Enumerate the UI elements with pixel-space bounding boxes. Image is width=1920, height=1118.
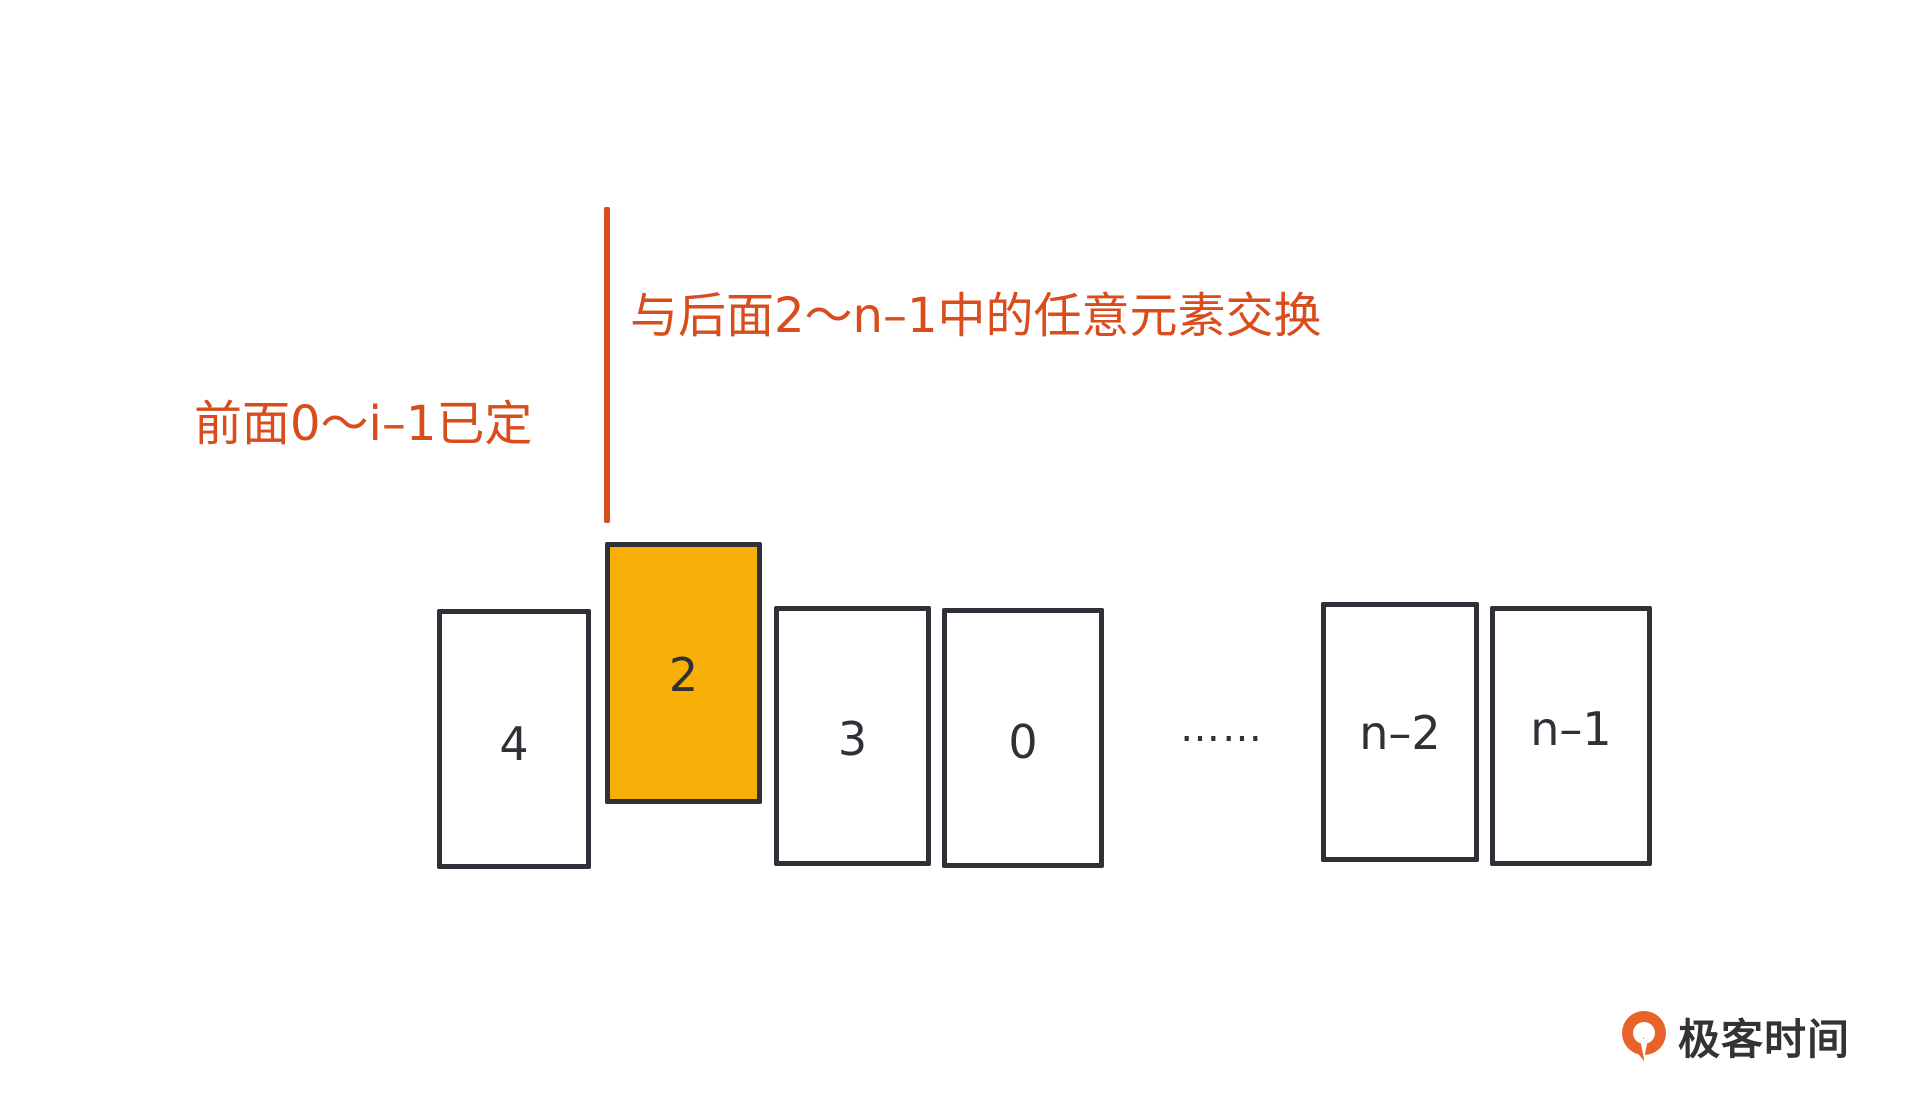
brand-name: 极客时间 xyxy=(1678,1014,1851,1064)
card-value-0: 4 xyxy=(499,717,529,771)
ellipsis: …… xyxy=(1180,705,1264,751)
card-value-2: 3 xyxy=(837,712,868,766)
card-value-3: 0 xyxy=(1008,715,1038,769)
array-card-2: 3 xyxy=(774,606,931,866)
swap-range-label: 与后面2～n–1中的任意元素交换 xyxy=(630,288,1322,344)
geekbang-logo-icon xyxy=(1622,1011,1666,1061)
array-card-0: 4 xyxy=(437,609,591,869)
card-value-1: 2 xyxy=(668,648,699,702)
card-value-5: n–1 xyxy=(1530,702,1612,756)
array-card-3: 0 xyxy=(942,608,1104,868)
boundary-line xyxy=(604,207,610,523)
card-value-4: n–2 xyxy=(1359,706,1441,760)
array-card-n-2: n–2 xyxy=(1321,602,1479,862)
fixed-prefix-label: 前面0～i–1已定 xyxy=(194,396,533,452)
array-card-n-1: n–1 xyxy=(1490,606,1652,866)
array-card-1-current: 2 xyxy=(605,542,762,804)
brand-logo: 极客时间 xyxy=(1618,1006,1850,1066)
